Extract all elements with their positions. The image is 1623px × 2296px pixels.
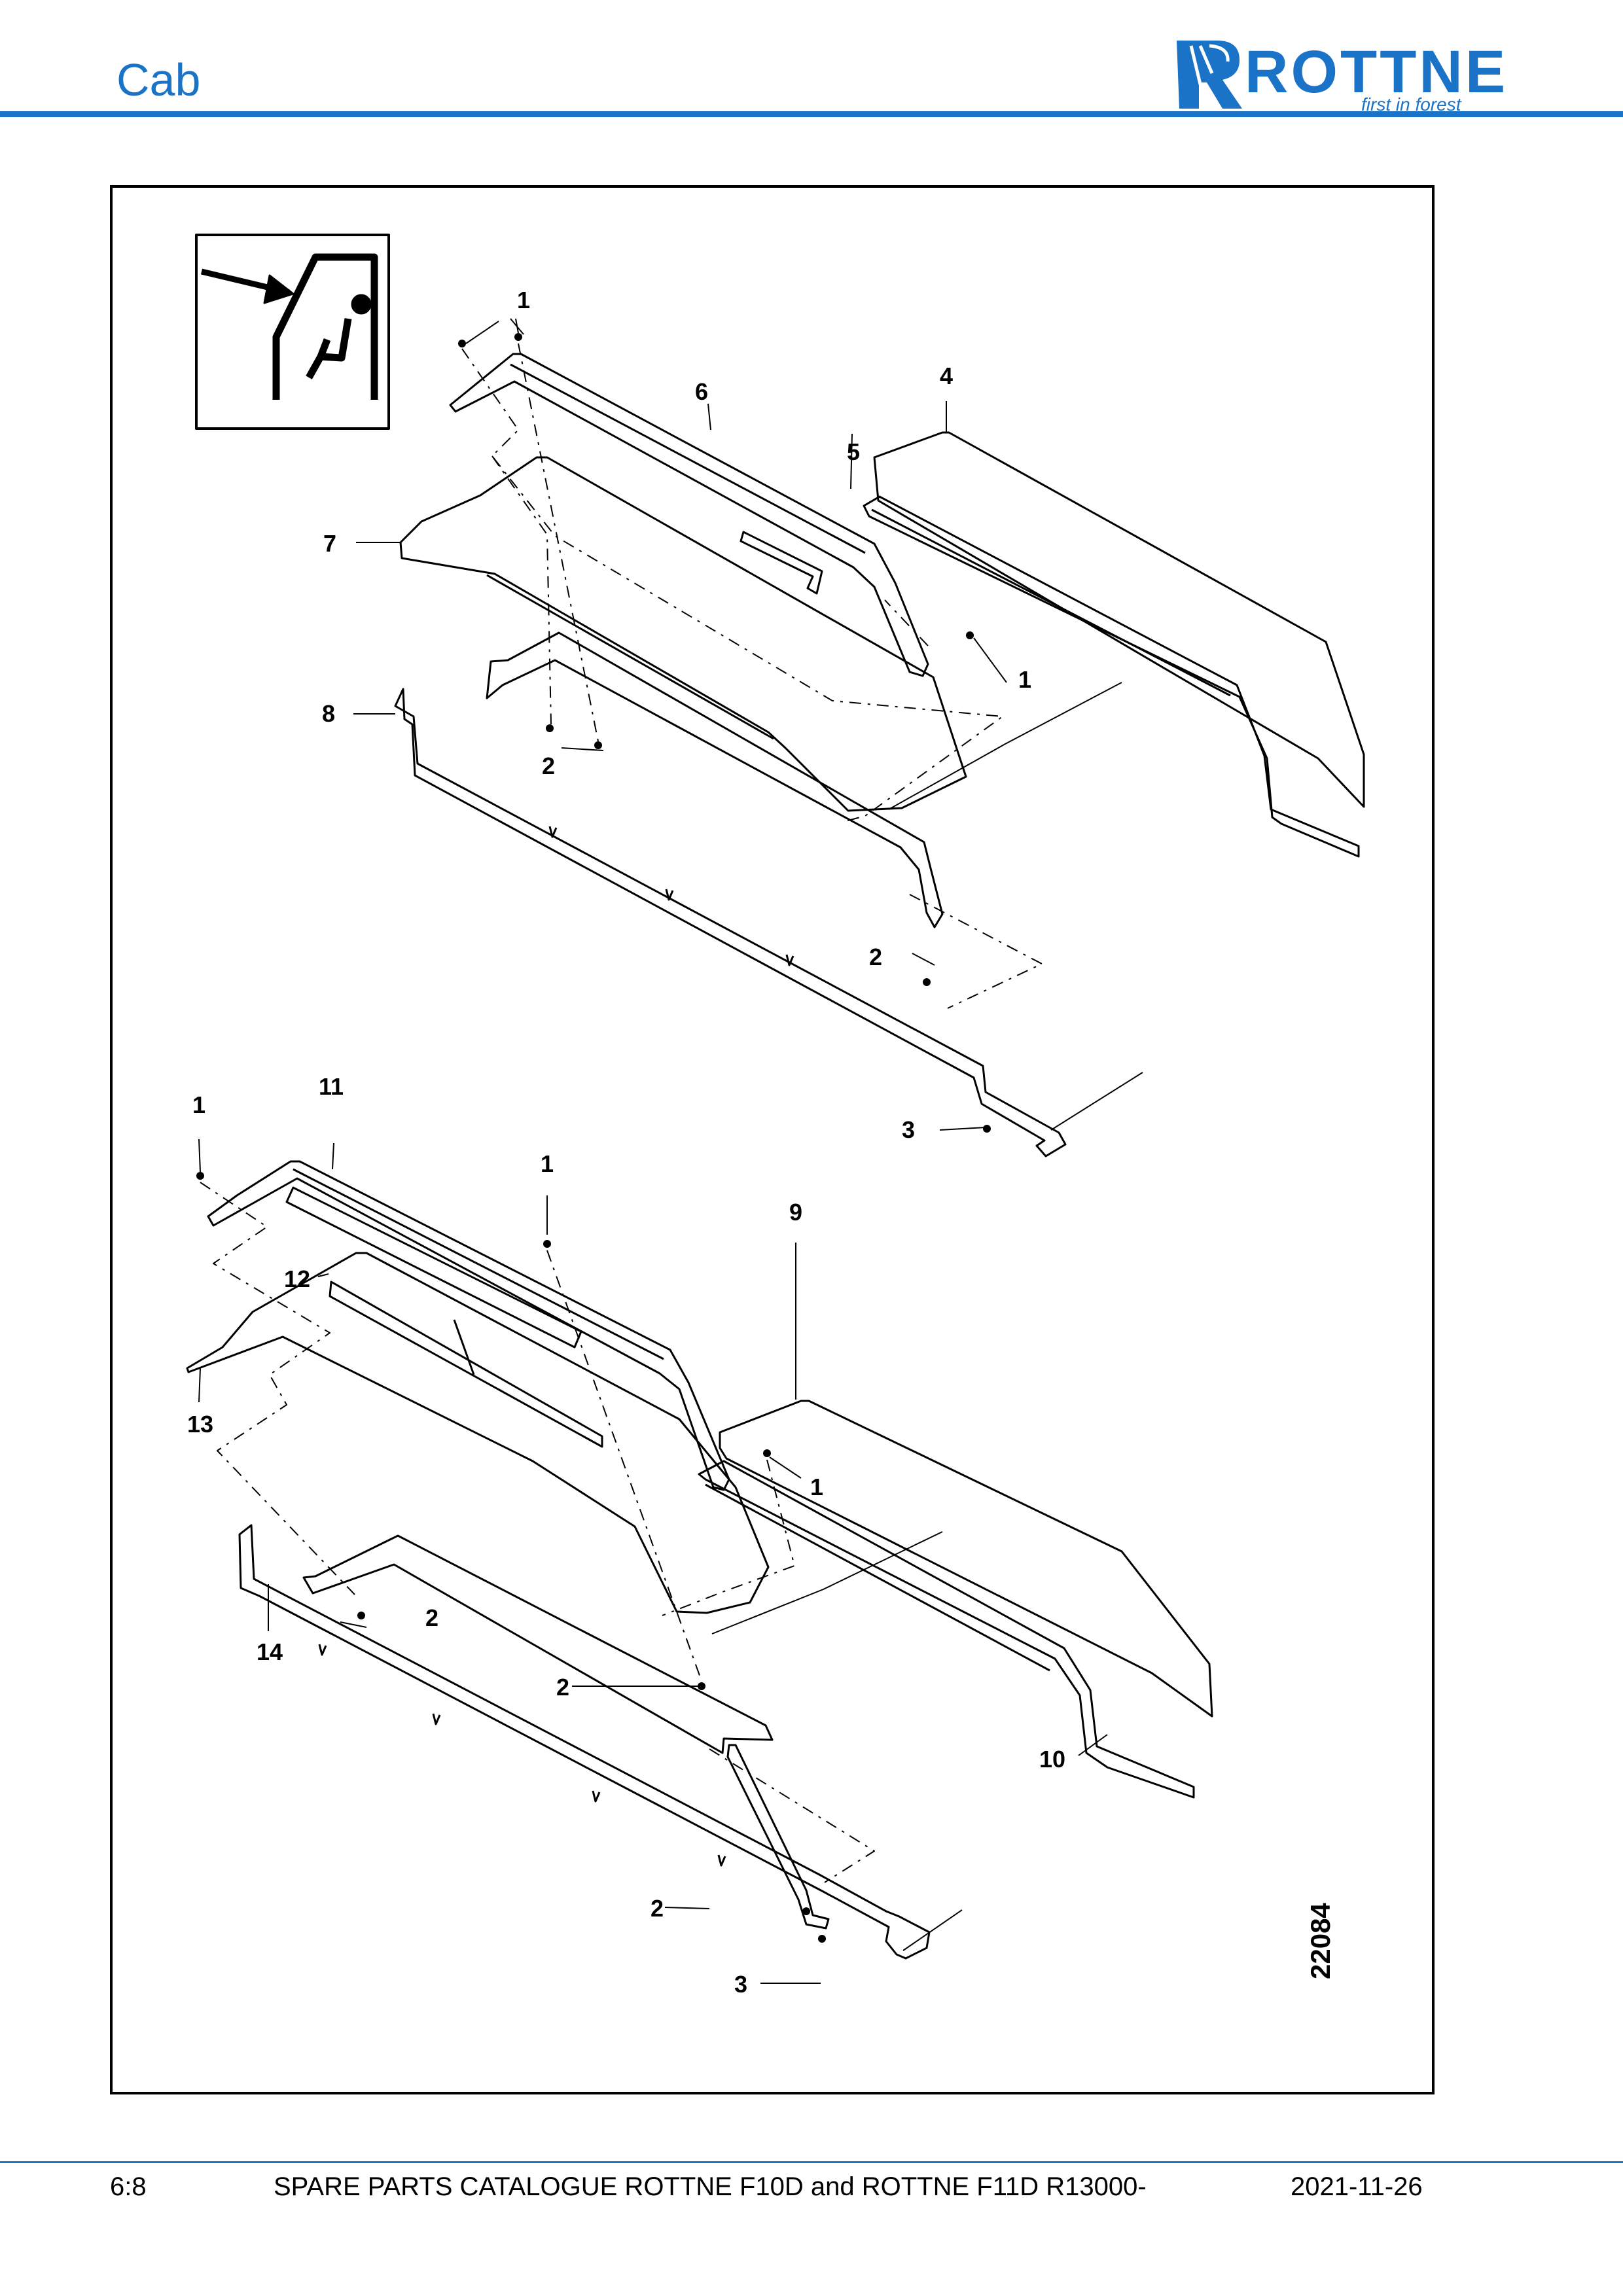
brand-tagline: first in forest	[1361, 94, 1461, 115]
callout-11: 11	[319, 1073, 344, 1100]
callout-3: 3	[902, 1116, 915, 1143]
footer-rule	[0, 2161, 1623, 2163]
brand-logo: ROTTNE first in forest	[1171, 33, 1512, 115]
callout-1e: 1	[810, 1474, 823, 1500]
cab-seat-location-icon	[195, 234, 390, 430]
page-title: Cab	[116, 54, 201, 105]
callout-7: 7	[323, 530, 336, 557]
callout-10: 10	[1039, 1746, 1065, 1773]
brand-name: ROTTNE	[1245, 39, 1508, 105]
callout-2c: 2	[425, 1604, 438, 1631]
drawing-frame: 1 6 4 5 7 1 8 2 2 3 11 1 1 9 12 13 1 2 1…	[110, 185, 1435, 2094]
callout-2: 2	[542, 752, 555, 779]
callout-2d: 2	[556, 1674, 569, 1701]
callout-9: 9	[789, 1199, 802, 1226]
callout-1c: 1	[192, 1091, 205, 1118]
callout-4: 4	[940, 362, 953, 389]
callout-1b: 1	[1018, 666, 1031, 693]
header-rule	[0, 111, 1623, 117]
footer-page-number: 6:8	[110, 2172, 147, 2201]
callout-14: 14	[257, 1638, 283, 1665]
callout-13: 13	[187, 1411, 213, 1438]
callout-8: 8	[322, 700, 335, 727]
rottne-r-logo-icon	[1177, 41, 1242, 109]
callout-6: 6	[695, 378, 708, 405]
footer-date: 2021-11-26	[1291, 2172, 1423, 2201]
callout-2b: 2	[869, 944, 882, 970]
callout-3b: 3	[734, 1971, 747, 1998]
callout-1: 1	[517, 287, 530, 313]
footer-title: SPARE PARTS CATALOGUE ROTTNE F10D and RO…	[274, 2172, 1147, 2201]
drawing-number: 22084	[1305, 1903, 1336, 1979]
callout-5: 5	[847, 438, 860, 465]
exploded-view-drawing: 1 6 4 5 7 1 8 2 2 3 11 1 1 9 12 13 1 2 1…	[186, 234, 1365, 1998]
callout-12: 12	[284, 1265, 310, 1292]
callout-2e: 2	[651, 1895, 664, 1922]
callout-1d: 1	[541, 1150, 554, 1177]
